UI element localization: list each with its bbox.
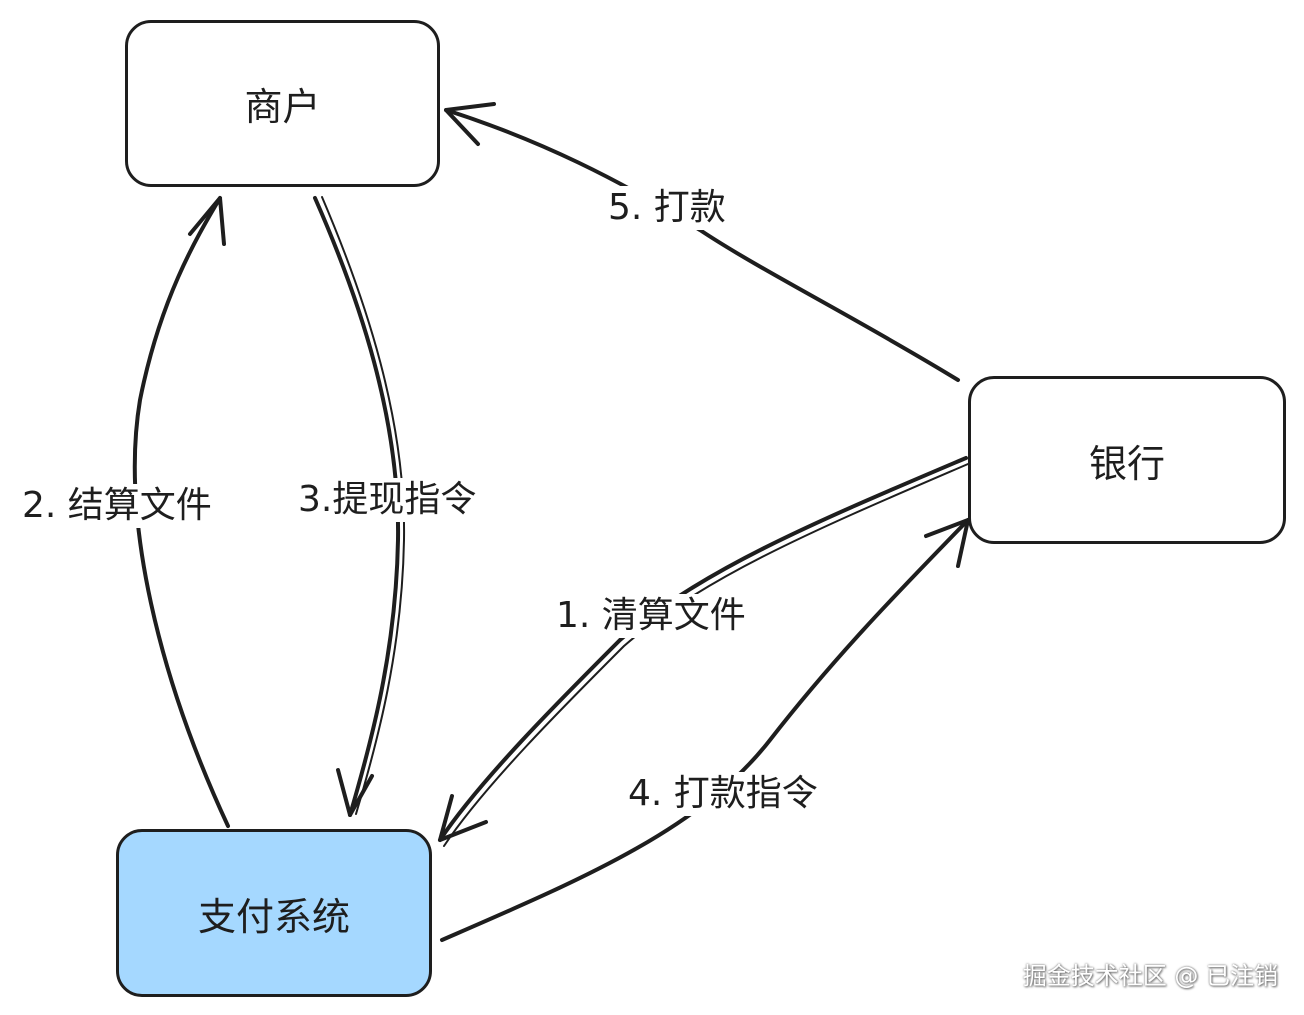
edge-label-withdraw-instruction: 3.提现指令 [294, 478, 481, 522]
arrow-head-merchant-from-bank [444, 102, 496, 146]
merchant-node[interactable]: 商户 [125, 20, 440, 187]
watermark: 掘金技术社区 @ 已注销 [1022, 962, 1278, 990]
payment-system-node-label: 支付系统 [197, 894, 350, 939]
edge-label-payout-instruction: 4. 打款指令 [624, 772, 822, 816]
arrow-bank-to-merchant [444, 108, 960, 382]
payment-system-node[interactable]: 支付系统 [116, 829, 432, 997]
arrow-head-merchant-from-payment [188, 196, 226, 246]
merchant-node-label: 商户 [244, 85, 321, 129]
edge-label-payout: 5. 打款 [604, 186, 730, 230]
bank-node[interactable]: 银行 [968, 376, 1286, 544]
arrow-merchant-to-payment-shadow [321, 196, 406, 815]
arrow-merchant-to-payment [313, 196, 401, 817]
arrow-payment-to-bank [440, 518, 970, 942]
edge-label-settlement-file: 2. 结算文件 [18, 484, 216, 528]
arrow-bank-to-payment-shadow [443, 463, 969, 847]
arrow-head-payment-from-merchant [336, 768, 374, 817]
arrow-payment-to-merchant [132, 196, 230, 828]
bank-node-label: 银行 [1088, 441, 1165, 486]
edge-label-clearing-file: 1. 清算文件 [552, 594, 750, 638]
arrow-head-payment-from-bank [438, 794, 488, 842]
